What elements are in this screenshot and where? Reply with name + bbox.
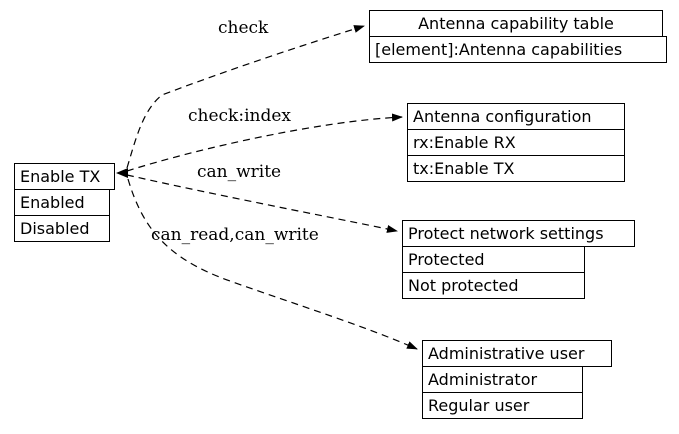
node-administrative-user-row-regular-user: Regular user [422,392,583,419]
node-antenna-configuration: Antenna configuration rx:Enable RX tx:En… [407,103,625,182]
edge-check-index-line [126,113,403,172]
node-enable-tx-option-enabled: Enabled [14,189,110,216]
node-antenna-capability-table-row: [element]:Antenna capabilities [369,36,667,63]
node-enable-tx-title: Enable TX [14,163,115,190]
node-administrative-user-row-administrator: Administrator [422,366,583,393]
node-enable-tx-option-disabled: Disabled [14,215,110,242]
node-antenna-configuration-row-rx: rx:Enable RX [407,129,625,156]
node-antenna-configuration-row-tx: tx:Enable TX [407,155,625,182]
node-antenna-capability-table-title: Antenna capability table [369,10,663,37]
node-antenna-configuration-title: Antenna configuration [407,103,625,130]
edge-check-line [126,25,365,169]
edge-label-can-read-can-write: can_read,can_write [151,225,319,245]
edge-can-write-line [126,174,398,233]
node-protect-network-settings-row-protected: Protected [402,246,585,273]
node-administrative-user: Administrative user Administrator Regula… [422,340,612,419]
arrowhead-into-enable-tx [116,168,128,178]
node-protect-network-settings-row-not-protected: Not protected [402,272,585,299]
node-protect-network-settings: Protect network settings Protected Not p… [402,220,635,299]
edge-label-check-index: check:index [188,106,291,126]
node-administrative-user-title: Administrative user [422,340,612,367]
edge-label-can-write: can_write [197,162,282,182]
node-antenna-capability-table: Antenna capability table [element]:Anten… [369,10,667,63]
node-protect-network-settings-title: Protect network settings [402,220,635,247]
node-enable-tx: Enable TX Enabled Disabled [14,163,115,242]
edge-can-read-can-write-line [127,178,418,350]
edge-label-check: check [218,18,269,38]
